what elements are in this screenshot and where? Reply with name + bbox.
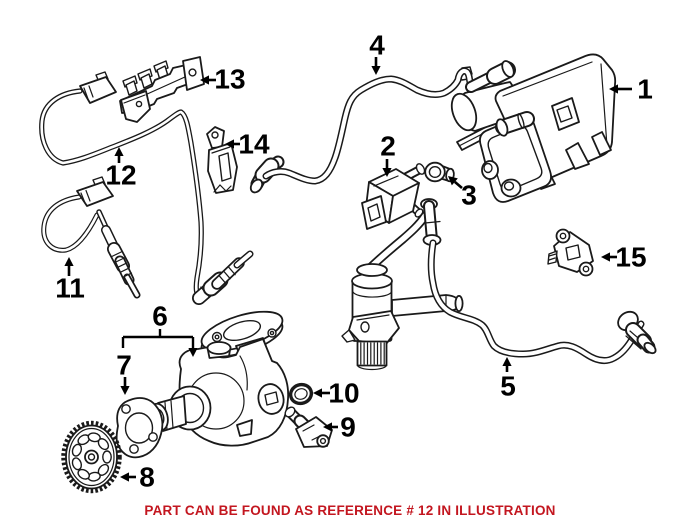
callout-4-arrowhead [371,66,381,75]
callout-1-arrowhead [609,84,618,94]
callout-5-number: 5 [500,371,516,402]
callout-11-number: 11 [55,273,85,304]
callout-8-number: 8 [139,462,155,493]
callout-13: 13 [200,64,246,95]
pump-gasket-drawing [115,397,164,459]
callout-14: 14 [225,129,270,160]
callout-5-arrowhead [502,357,512,366]
callout-9-number: 9 [340,412,356,443]
breather-hose-drawing [420,198,657,365]
callout-12-arrowhead [114,147,124,156]
callout-15-arrowhead [601,252,610,262]
callout-10-number: 10 [328,378,359,409]
callout-11-arrowhead [64,257,74,266]
callout-3-number: 3 [461,180,477,211]
callout-8-arrowhead [120,472,129,482]
callout-9: 9 [323,412,356,443]
callout-7-arrowhead [120,386,130,395]
support-bracket-drawing [206,126,238,194]
charcoal-canister-drawing [450,53,617,203]
mounting-bracket-drawing [547,228,594,277]
sprocket-drawing [61,420,122,494]
bracket-rail-drawing [119,56,205,123]
grommet-drawing [424,161,455,183]
purge-valve-drawing [361,163,426,230]
leak-detection-pump-drawing [341,211,464,371]
callout-6-arrowhead [188,348,198,357]
callout-7: 7 [116,350,132,395]
position-sensor-drawing [284,406,333,448]
callout-2: 2 [380,131,396,177]
callout-9-arrowhead [323,422,332,432]
callout-12: 12 [105,147,137,191]
oxygen-sensor-front-drawing [41,176,141,299]
callout-5: 5 [500,357,516,402]
vent-hose-drawing [249,60,516,194]
callout-10: 10 [313,378,360,409]
callout-1-number: 1 [637,74,653,105]
callout-4-number: 4 [369,30,385,61]
callout-2-number: 2 [380,131,396,162]
callout-6-number: 6 [152,301,168,332]
callout-13-number: 13 [214,64,245,95]
callout-2-arrowhead [382,168,392,177]
callout-3-arrow [453,180,463,189]
callout-3: 3 [448,176,477,211]
callout-11: 11 [55,257,85,304]
callout-3-arrowhead [448,176,458,186]
callout-15: 15 [601,242,647,273]
callout-8: 8 [120,462,155,493]
callout-10-arrowhead [313,388,322,398]
callout-4: 4 [369,30,385,75]
callout-14-arrowhead [225,139,234,149]
callout-12-number: 12 [105,160,136,191]
oxygen-sensor-cable-drawing [39,71,254,305]
callout-6: 6 [121,301,198,357]
callout-15-number: 15 [615,242,646,273]
o-ring-drawing [288,382,314,406]
reference-caption: PART CAN BE FOUND AS REFERENCE # 12 IN I… [144,503,556,518]
vacuum-pump-drawing [149,310,290,447]
callout-14-number: 14 [238,129,270,160]
callout-13-arrowhead [200,75,209,85]
callout-7-number: 7 [116,350,132,381]
callout-1: 1 [609,74,653,105]
